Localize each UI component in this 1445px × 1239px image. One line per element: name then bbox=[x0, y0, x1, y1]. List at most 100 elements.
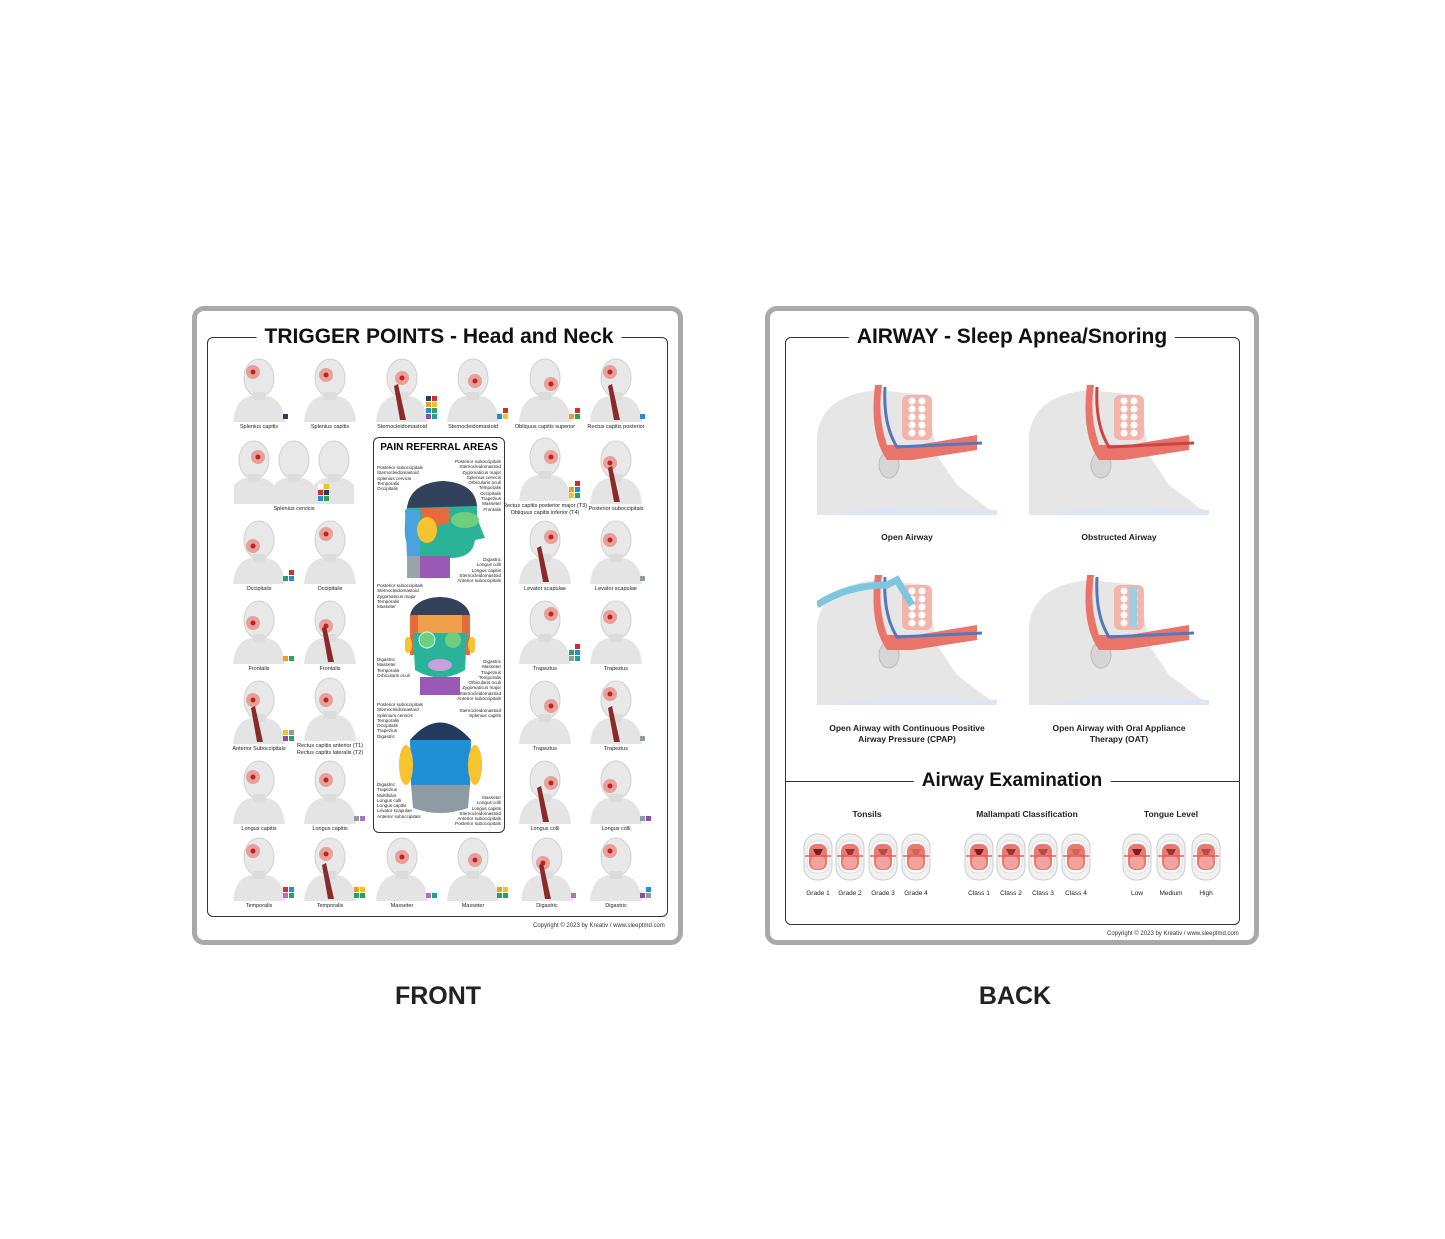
swatch bbox=[575, 656, 580, 661]
muscle-name: Longus capitis bbox=[471, 805, 501, 811]
trigger-point-figure bbox=[447, 837, 499, 901]
muscle-name: Posterior suboccipitals bbox=[455, 459, 501, 464]
figure-label: Masseter bbox=[390, 903, 414, 909]
muscle-name: Zygomaticus major bbox=[462, 469, 501, 475]
airway-label: Obstructed Airway bbox=[1081, 532, 1157, 542]
muscle-name: Digastric bbox=[483, 659, 501, 664]
swatch bbox=[283, 730, 288, 735]
figure-label: Occipitalis bbox=[317, 586, 343, 592]
muscle-name: Longus colli bbox=[377, 797, 402, 803]
swatch bbox=[318, 484, 323, 489]
muscle-name: Splenius cervicis bbox=[466, 474, 501, 480]
swatch bbox=[571, 893, 576, 898]
swatch bbox=[432, 396, 437, 401]
muscle-name: Temporalis bbox=[478, 674, 501, 680]
color-swatches bbox=[318, 484, 329, 501]
airway-illustration bbox=[1029, 575, 1209, 705]
exam-item-label: Grade 4 bbox=[904, 890, 928, 897]
swatch bbox=[503, 414, 508, 419]
muscle-name: Zygomaticus major bbox=[377, 593, 416, 599]
figure-label: Splenius capitis bbox=[239, 424, 279, 430]
swatch bbox=[360, 816, 365, 821]
trigger-point-figure bbox=[304, 760, 356, 824]
swatch bbox=[324, 496, 329, 501]
swatch bbox=[640, 887, 645, 892]
muscle-name: Occipitalis bbox=[480, 490, 501, 496]
figure-label: Trapezius bbox=[533, 746, 557, 752]
figure-label: Occipitalis bbox=[246, 586, 272, 592]
mouth-illustration bbox=[868, 833, 898, 881]
exam-item-label: Grade 1 bbox=[806, 890, 830, 897]
swatch bbox=[426, 408, 431, 413]
muscle-name: Splenius capitis bbox=[469, 713, 501, 719]
figure-label: Longus colli bbox=[601, 826, 631, 832]
muscle-name: Trapezius bbox=[481, 495, 501, 501]
color-swatches bbox=[569, 408, 580, 419]
trigger-point-figure bbox=[233, 837, 285, 901]
muscle-name: Anterior suboccipitals bbox=[457, 578, 501, 584]
color-swatches bbox=[283, 730, 294, 741]
color-swatches bbox=[640, 736, 651, 741]
trigger-point-figure bbox=[590, 760, 642, 824]
back-title: AIRWAY - Sleep Apnea/Snoring bbox=[848, 325, 1176, 349]
muscle-name: Orbicularis oculi bbox=[377, 672, 410, 678]
swatch bbox=[575, 650, 580, 655]
swatch bbox=[360, 893, 365, 898]
color-swatches bbox=[497, 887, 508, 898]
figure-label: Digastric bbox=[536, 903, 558, 909]
airway-label: Open Airway bbox=[881, 532, 933, 542]
swatch bbox=[289, 656, 294, 661]
muscle-name: Temporalis bbox=[478, 485, 501, 491]
swatch bbox=[569, 481, 574, 486]
figure-label: Sternocleidomastoid bbox=[377, 424, 427, 430]
trigger-point-figure bbox=[519, 358, 571, 422]
swatch bbox=[575, 408, 580, 413]
color-swatches bbox=[569, 481, 580, 498]
mouth-illustration bbox=[964, 833, 994, 881]
mouth-illustration bbox=[1061, 833, 1091, 881]
mouth-illustration bbox=[1122, 833, 1152, 881]
mouth-illustration bbox=[803, 833, 833, 881]
swatch bbox=[497, 893, 502, 898]
swatch bbox=[640, 576, 645, 581]
swatch bbox=[497, 887, 502, 892]
muscle-name: Temporalis bbox=[377, 598, 400, 604]
figure-label: Longus capitis bbox=[241, 826, 277, 832]
muscle-name: Orbicularis oculi bbox=[468, 680, 501, 686]
muscle-name: Splenius cervicis bbox=[377, 475, 412, 481]
figure-label: Levator scapulae bbox=[524, 586, 566, 592]
swatch bbox=[569, 414, 574, 419]
trigger-point-figure bbox=[590, 440, 642, 504]
muscle-name: Temporalis bbox=[377, 667, 400, 673]
swatch bbox=[569, 487, 574, 492]
muscle-name: Posterior suboccipitals bbox=[377, 583, 423, 588]
mouth-illustration bbox=[1191, 833, 1221, 881]
color-swatches bbox=[283, 887, 294, 898]
muscle-name: Occipitalis bbox=[377, 486, 398, 492]
figure-label: Longus capitis bbox=[312, 826, 348, 832]
swatch bbox=[283, 893, 288, 898]
swatch bbox=[575, 644, 580, 649]
muscle-name: Trapezius bbox=[377, 787, 397, 793]
swatch bbox=[283, 576, 288, 581]
mouth-illustration bbox=[1156, 833, 1186, 881]
swatch bbox=[426, 414, 431, 419]
swatch bbox=[432, 402, 437, 407]
swatch bbox=[283, 736, 288, 741]
muscle-name: Masseter bbox=[377, 662, 396, 668]
muscle-name: Sternocleidomastoid bbox=[377, 470, 419, 476]
airway-illustration bbox=[817, 575, 997, 705]
swatch bbox=[289, 570, 294, 575]
swatch bbox=[646, 893, 651, 898]
trigger-point-figure bbox=[233, 680, 285, 744]
swatch bbox=[324, 484, 329, 489]
swatch bbox=[426, 402, 431, 407]
figure-label: Splenius cervicis bbox=[273, 506, 315, 512]
color-swatches bbox=[640, 816, 651, 821]
muscle-name: Occipitalis bbox=[377, 723, 398, 729]
muscle-name: Temporalis bbox=[377, 717, 400, 723]
